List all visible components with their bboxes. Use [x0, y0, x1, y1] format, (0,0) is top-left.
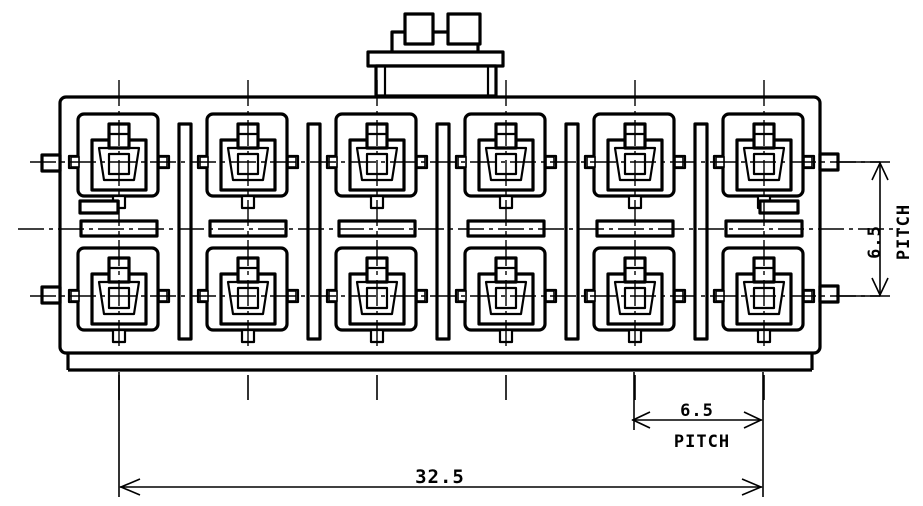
divider-bar	[306, 122, 322, 341]
switch-cell	[325, 246, 429, 344]
divider-bar	[435, 122, 451, 341]
horizontal-pitch-value: 6.5	[680, 401, 714, 421]
overall-value: 32.5	[415, 466, 465, 488]
switch-cell	[454, 112, 558, 210]
horizontal-pitch-dimension: 6.5 PITCH	[631, 401, 763, 452]
switch-cell	[325, 112, 429, 210]
divider-bar	[564, 122, 580, 341]
divider-bar	[693, 122, 709, 341]
middle-tab	[758, 199, 800, 215]
divider-bar	[177, 122, 193, 341]
vertical-pitch-label: PITCH	[894, 204, 914, 260]
side-pins	[40, 152, 840, 305]
middle-tab	[78, 199, 120, 215]
horizontal-pitch-label: PITCH	[674, 432, 730, 452]
vertical-pitch-value: 6.5	[865, 225, 885, 259]
center-lines	[18, 80, 900, 497]
vertical-pitch-dimension: 6.5 PITCH	[836, 161, 914, 297]
switch-cell	[196, 246, 300, 344]
top-connector	[366, 12, 505, 98]
divider-bars	[177, 122, 709, 341]
overall-dimension: 32.5	[118, 466, 764, 496]
